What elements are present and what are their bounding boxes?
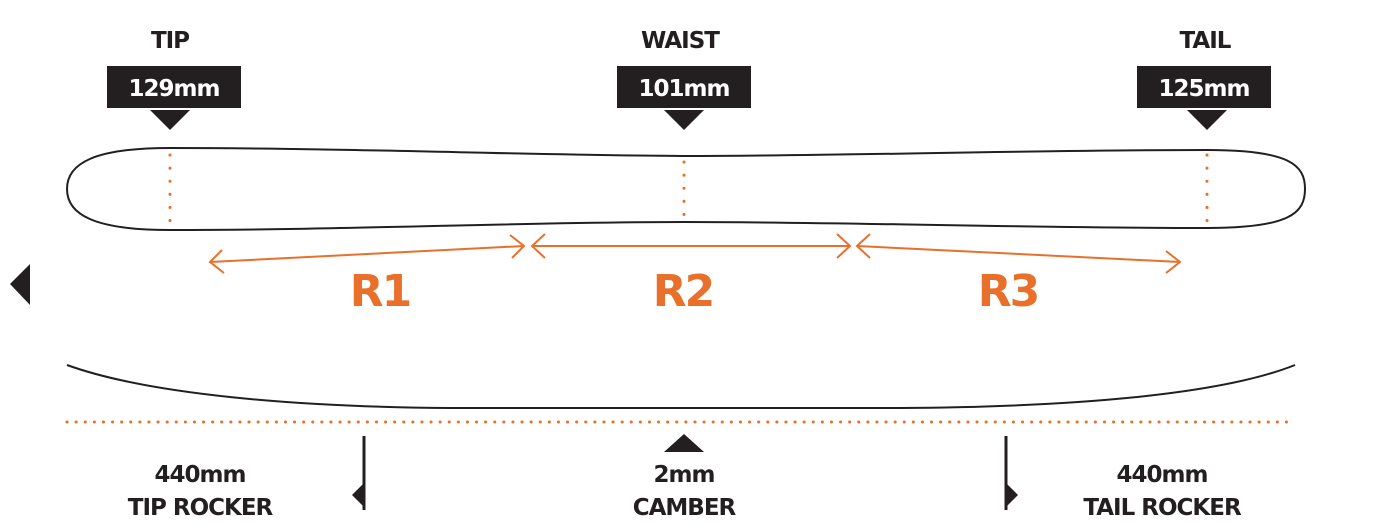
tip-width-marker: TIP 129mm [107,28,241,130]
ski-direction-icon [10,264,30,305]
tip-pointer-icon [150,110,190,130]
tip-rocker-marker [352,436,366,510]
tip-rocker-arrow-icon [352,482,365,508]
r2-label: R2 [653,266,714,317]
tip-rocker-value: 440mm [155,462,246,488]
r2-arrow [530,233,852,259]
tip-label: TIP [151,28,189,54]
tail-width-marker: TAIL 125mm [1137,28,1271,130]
waist-label: WAIST [641,28,720,54]
tip-rocker-label: TIP ROCKER [128,495,274,521]
r3-label: R3 [978,266,1039,317]
tail-pointer-icon [1187,110,1227,130]
tail-width-value: 125mm [1159,76,1250,102]
tip-width-box [107,66,241,108]
tail-rocker-value: 440mm [1117,462,1208,488]
waist-pointer-icon [664,110,704,130]
tail-rocker-label: TAIL ROCKER [1083,495,1242,521]
tail-label: TAIL [1180,28,1232,54]
width-guides [168,153,1209,230]
waist-width-marker: WAIST 101mm [617,28,751,130]
tail-rocker-arrow-icon [1005,482,1018,508]
ski-outline [65,146,1307,232]
waist-width-value: 101mm [639,76,730,102]
r1-label: R1 [350,266,411,317]
r1-arrow [208,234,526,274]
tail-rocker-marker [1004,436,1018,510]
tail-width-box [1137,66,1271,108]
camber-label: CAMBER [633,495,737,521]
tip-width-value: 129mm [129,76,220,102]
ski-profile-line [66,364,1296,409]
radius-arrows [208,233,1182,274]
camber-arrow-icon [664,434,704,452]
camber-value: 2mm [654,462,715,488]
waist-width-box [617,66,751,108]
r3-arrow [855,233,1182,274]
